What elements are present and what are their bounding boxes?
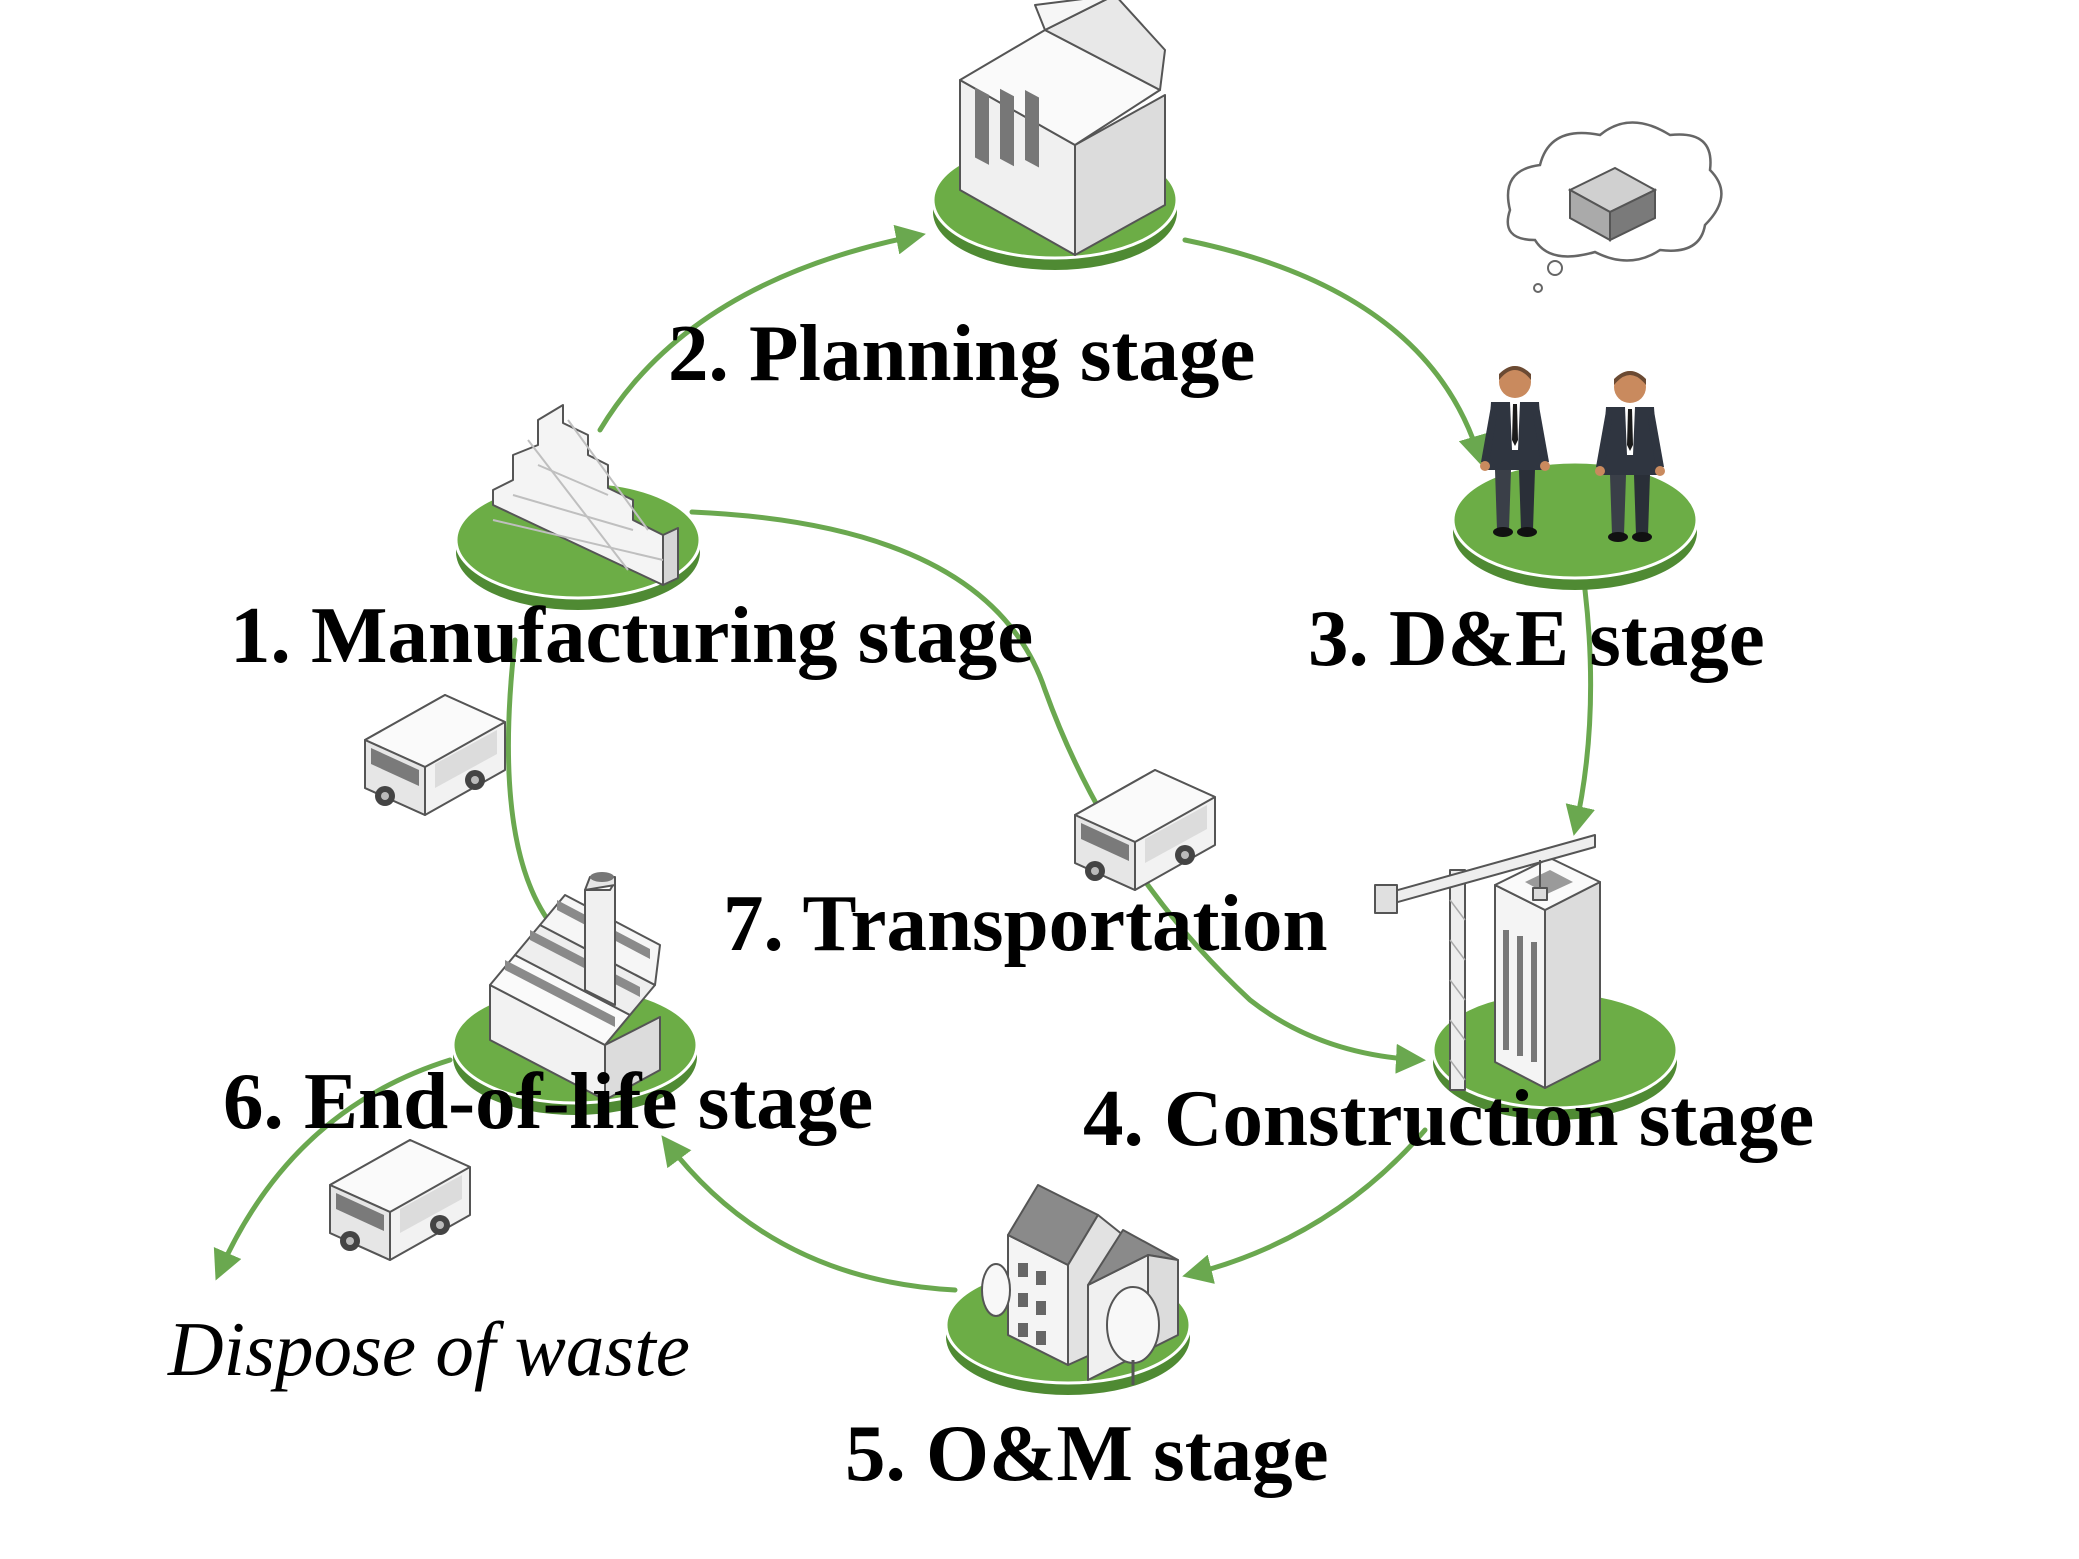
arrow-manufacturing-to-planning [597, 224, 926, 433]
arrow-construction-to-om [1182, 1127, 1428, 1284]
arrow-design-to-construction [1565, 587, 1595, 836]
cycle-arrows [213, 224, 1595, 1293]
residence-icon [944, 1184, 1192, 1397]
arrow-om-to-endoflife [661, 1135, 958, 1293]
label-end-of-life: 6. End-of-life stage [223, 1056, 873, 1146]
house-icon [931, 0, 1179, 272]
crane-tower-icon [1374, 834, 1679, 1122]
arrow-planning-to-design [1182, 237, 1488, 466]
label-design-engineering: 3. D&E stage [1308, 593, 1765, 683]
thought-cloud-icon [1506, 121, 1723, 293]
van-icon-left [364, 694, 506, 816]
factory-icon [451, 872, 699, 1117]
material-blocks-icon [454, 404, 702, 612]
label-operation-maintenance: 5. O&M stage [845, 1408, 1329, 1498]
van-icon-center [1074, 769, 1216, 891]
label-construction: 4. Construction stage [1083, 1073, 1814, 1163]
label-planning: 2. Planning stage [668, 308, 1255, 398]
arrow-endoflife-to-waste [213, 1057, 453, 1281]
label-transportation: 7. Transportation [723, 878, 1328, 968]
label-manufacturing: 1. Manufacturing stage [230, 590, 1033, 680]
arrow-transportation [689, 509, 1426, 1074]
label-dispose-of-waste: Dispose of waste [167, 1306, 690, 1392]
engineers-icon [1451, 366, 1699, 592]
stage-labels: 1. Manufacturing stage 2. Planning stage… [167, 308, 1814, 1498]
arrow-endoflife-to-manufacturing [505, 637, 563, 938]
van-icon-bottom [329, 1139, 471, 1261]
